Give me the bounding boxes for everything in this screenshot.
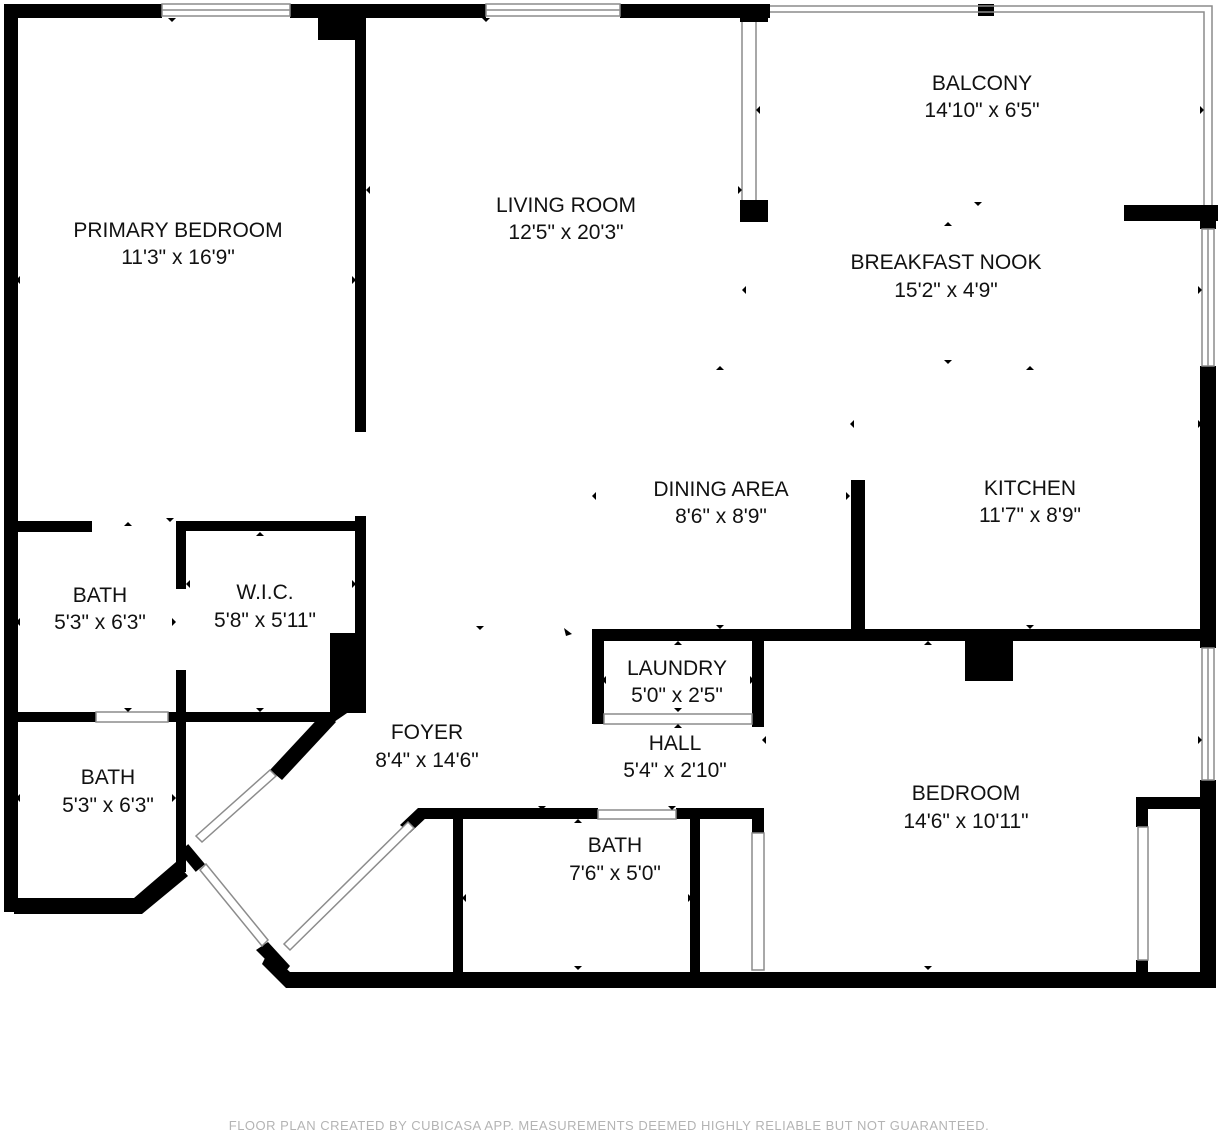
room-dimensions: 5'0" x 2'5": [631, 684, 723, 707]
room-bath-lower: BATH 5'3" x 6'3": [62, 766, 154, 817]
room-labels: PRIMARY BEDROOM 11'3" x 16'9" LIVING ROO…: [54, 72, 1081, 885]
room-dimensions: 5'3" x 6'3": [62, 794, 154, 817]
room-foyer: FOYER 8'4" x 14'6": [375, 721, 479, 772]
room-dimensions: 11'3" x 16'9": [121, 246, 235, 269]
room-dimensions: 14'10" x 6'5": [924, 99, 1039, 122]
room-dimensions: 11'7" x 8'9": [979, 504, 1081, 527]
room-living-room: LIVING ROOM 12'5" x 20'3": [496, 194, 636, 244]
room-dimensions: 8'4" x 14'6": [375, 749, 479, 772]
room-name: BREAKFAST NOOK: [851, 251, 1042, 274]
room-dimensions: 5'8" x 5'11": [214, 609, 316, 632]
disclaimer-footer: FLOOR PLAN CREATED BY CUBICASA APP. MEAS…: [228, 1118, 990, 1133]
room-balcony: BALCONY 14'10" x 6'5": [924, 72, 1039, 122]
room-name: BATH: [73, 584, 127, 607]
room-dimensions: 8'6" x 8'9": [675, 505, 767, 528]
room-name: LAUNDRY: [627, 657, 727, 680]
room-name: BATH: [81, 766, 135, 789]
room-name: BALCONY: [932, 72, 1032, 95]
room-dimensions: 12'5" x 20'3": [508, 221, 623, 244]
room-name: KITCHEN: [984, 477, 1076, 500]
room-bath-center: BATH 7'6" x 5'0": [569, 834, 661, 885]
room-dimensions: 15'2" x 4'9": [894, 279, 998, 302]
room-dimensions: 14'6" x 10'11": [903, 810, 1028, 833]
windows: [95, 3, 1215, 971]
room-name: PRIMARY BEDROOM: [73, 219, 282, 242]
room-name: DINING AREA: [653, 478, 788, 501]
room-breakfast-nook: BREAKFAST NOOK 15'2" x 4'9": [851, 251, 1042, 302]
room-dimensions: 5'4" x 2'10": [623, 759, 727, 782]
room-wic: W.I.C. 5'8" x 5'11": [214, 581, 316, 632]
room-name: BATH: [588, 834, 642, 857]
room-primary-bedroom: PRIMARY BEDROOM 11'3" x 16'9": [73, 219, 282, 269]
room-dining-area: DINING AREA 8'6" x 8'9": [653, 478, 788, 528]
room-dimensions: 7'6" x 5'0": [569, 862, 661, 885]
room-kitchen: KITCHEN 11'7" x 8'9": [979, 477, 1081, 527]
room-name: BEDROOM: [912, 782, 1021, 805]
room-hall: HALL 5'4" x 2'10": [623, 732, 727, 782]
walls: [4, 4, 1218, 988]
room-name: LIVING ROOM: [496, 194, 636, 217]
room-name: FOYER: [391, 721, 463, 744]
dimension-markers: [16, 18, 1204, 970]
room-laundry: LAUNDRY 5'0" x 2'5": [627, 657, 727, 707]
room-bedroom: BEDROOM 14'6" x 10'11": [903, 782, 1028, 833]
room-dimensions: 5'3" x 6'3": [54, 611, 146, 634]
room-name: W.I.C.: [236, 581, 293, 604]
room-name: HALL: [649, 732, 702, 755]
room-bath-upper: BATH 5'3" x 6'3": [54, 584, 146, 634]
